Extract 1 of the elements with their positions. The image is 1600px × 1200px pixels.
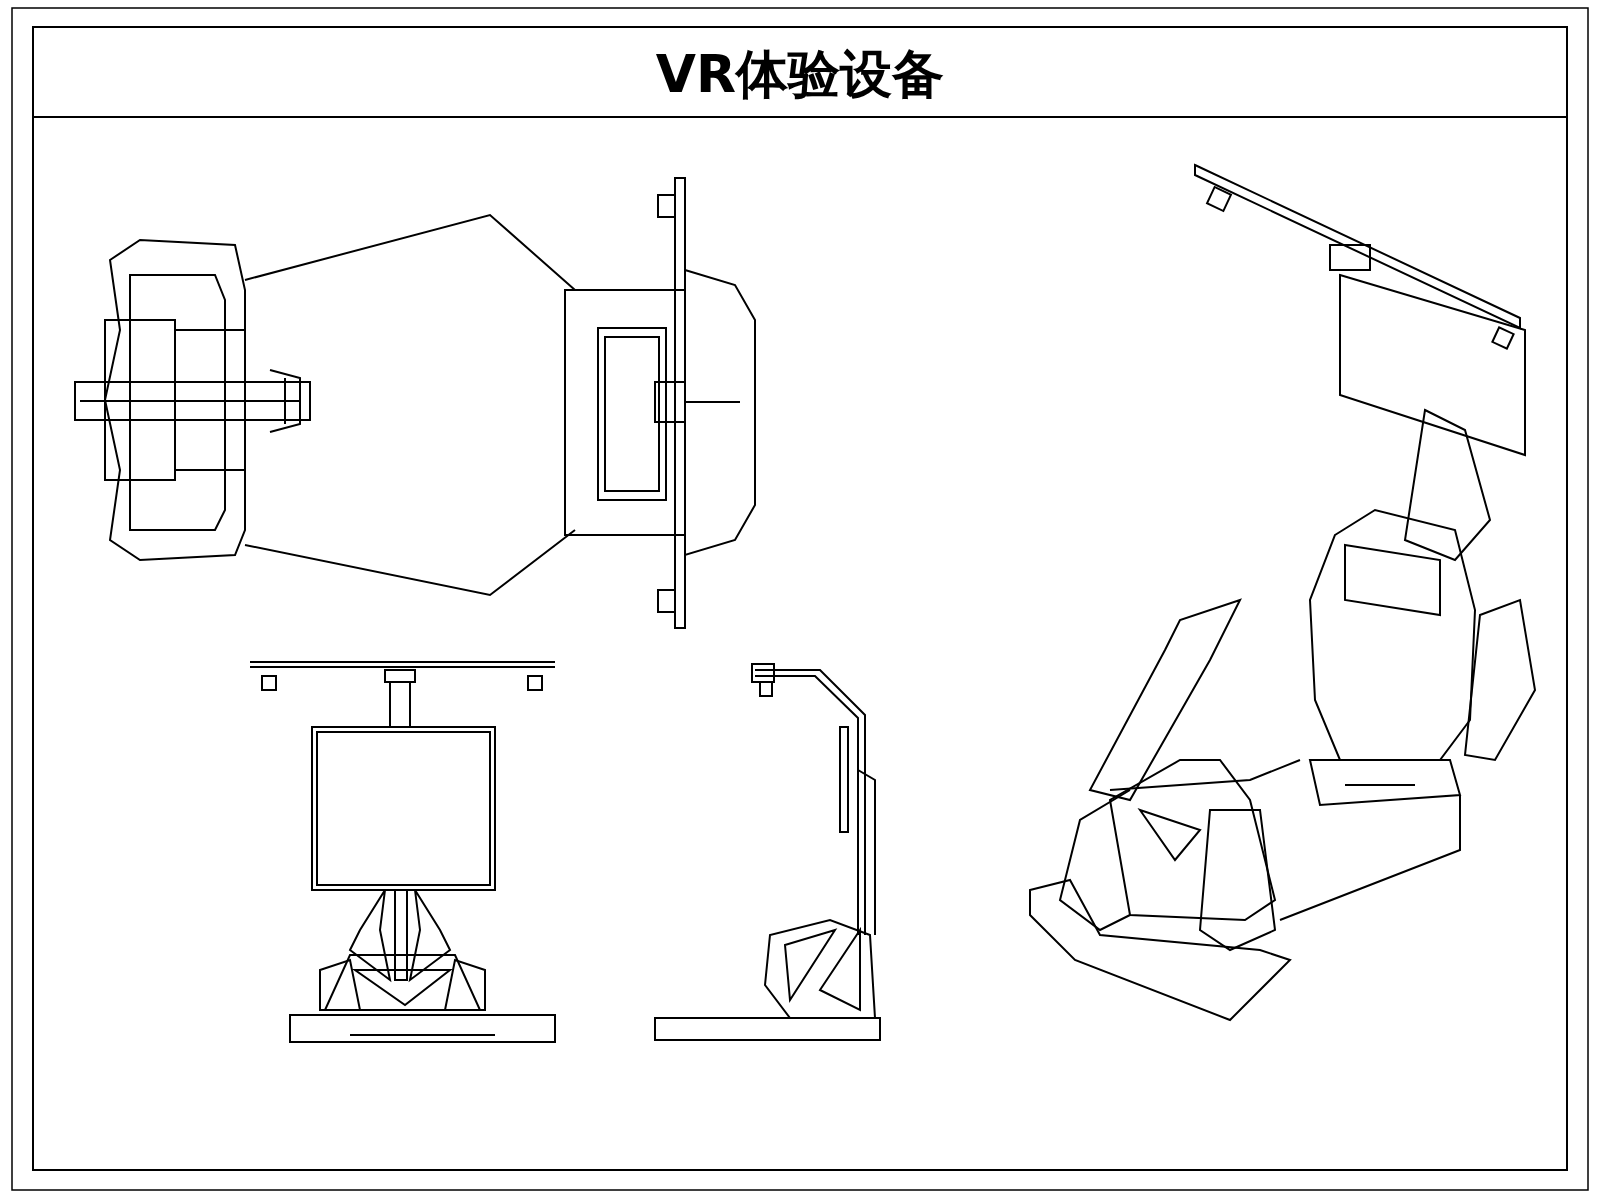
drawing-title: VR体验设备 bbox=[654, 43, 946, 106]
